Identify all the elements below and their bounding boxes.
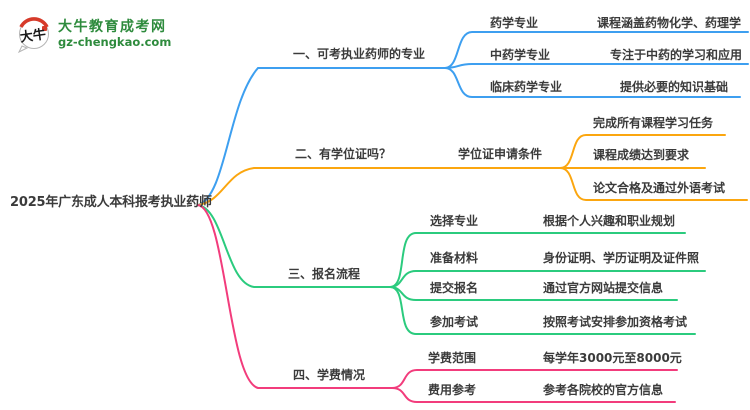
- branch-3-title: 三、报名流程: [288, 267, 361, 281]
- branch-1-row-2-line: [444, 63, 749, 69]
- branch-3-row-4-line: [389, 286, 696, 335]
- branch-1-child-3-desc: 提供必要的知识基础: [620, 80, 729, 94]
- logo-bull-icon: 大牛: [17, 17, 49, 54]
- branch-3-child-3-label: 提交报名: [430, 281, 479, 295]
- branch-3-child-2-label: 准备材料: [430, 251, 479, 265]
- branch-1-child-1-desc: 课程涵盖药物化学、药理学: [597, 16, 742, 30]
- branch-4-child-2-desc: 参考各院校的官方信息: [543, 383, 664, 397]
- branch-3-child-1-desc: 根据个人兴趣和职业规划: [543, 214, 676, 228]
- branch-4-main-line: [197, 204, 393, 389]
- logo-site-name: 大牛教育成考网: [58, 18, 167, 35]
- branch-2-leaf-2: 课程成绩达到要求: [593, 148, 690, 162]
- branch-3-child-4-label: 参加考试: [430, 315, 479, 329]
- branch-2-leaf-3: 论文合格及通过外语考试: [593, 181, 726, 195]
- branch-1-child-3-label: 临床药学专业: [490, 80, 563, 94]
- branch-1-row-1-line: [444, 31, 749, 69]
- root-node: 2025年广东成人本科报考执业药师: [10, 195, 212, 210]
- branch-3-child-2-desc: 身份证明、学历证明及证件照: [543, 251, 700, 265]
- branch-4-title: 四、学费情况: [293, 368, 366, 382]
- branch-4-row-1-line: [391, 369, 678, 389]
- branch-1-main-line: [197, 67, 446, 206]
- branch-2-row-1-line: [559, 134, 726, 169]
- branch-1-child-2-desc: 专注于中药的学习和应用: [610, 48, 743, 62]
- branch-1-title: 一、可考执业药师的专业: [293, 47, 426, 61]
- branch-2-row-3-line: [559, 167, 748, 201]
- branch-3-child-4-desc: 按照考试安排参加资格考试: [543, 315, 688, 329]
- logo-site-domain: gz-chengkao.com: [58, 35, 172, 50]
- branch-2-leaf-1: 完成所有课程学习任务: [593, 116, 714, 130]
- branch-4-child-2-label: 费用参考: [428, 383, 477, 397]
- branch-2-main-line: [197, 167, 561, 206]
- branch-3-main-line: [197, 204, 391, 288]
- branch-2-node: 学位证申请条件: [458, 147, 543, 161]
- branch-4-child-1-label: 学费范围: [428, 351, 477, 365]
- branch-3-child-1-label: 选择专业: [430, 214, 479, 228]
- branch-1-child-2-label: 中药学专业: [490, 48, 551, 62]
- branch-4-child-1-desc: 每学年3000元至8000元: [543, 351, 682, 365]
- branch-3-child-3-desc: 通过官方网站提交信息: [543, 281, 664, 295]
- branch-2-title: 二、有学位证吗？: [295, 147, 392, 161]
- branch-1-row-3-line: [444, 67, 741, 98]
- branch-1-child-1-label: 药学专业: [490, 16, 539, 30]
- svg-text:大牛: 大牛: [19, 26, 47, 45]
- branch-3-row-1-line: [389, 232, 686, 288]
- site-logo: 大牛 大牛教育成考网 gz-chengkao.com: [16, 14, 171, 54]
- branch-4-row-2-line: [391, 387, 676, 403]
